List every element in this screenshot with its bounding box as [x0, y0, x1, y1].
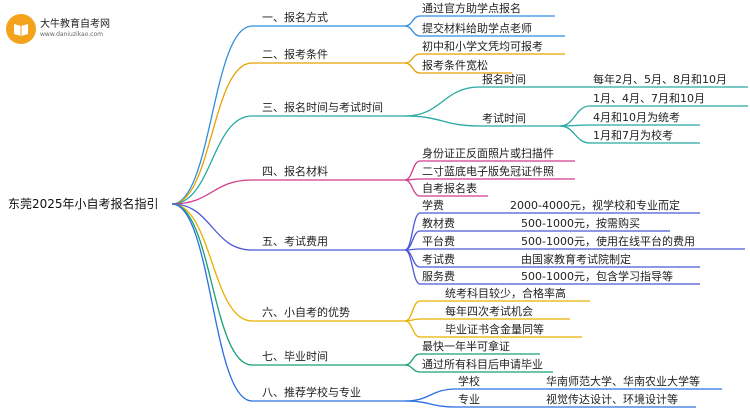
b3-sub-1: 报名时间 [482, 73, 526, 86]
connector-b5-sub-5 [404, 249, 421, 285]
b3-sub-2-item-1: 1月、4月、7月和10月 [593, 92, 705, 105]
b5-sub-3: 平台费 [422, 235, 455, 248]
connector-b3-sub-2-leaf-3 [559, 125, 591, 144]
b2-item-2: 报考条件宽松 [422, 59, 488, 72]
connector-b1-leaf-1 [404, 15, 421, 27]
b8-sub-2-item: 视觉传达设计、环境设计等 [546, 393, 678, 406]
b1-item-1: 通过官方助学点报名 [422, 2, 521, 15]
b6-item-1: 统考科目较少，合格率高 [445, 287, 566, 300]
root-topic: 东莞2025年小自考报名指引 [8, 197, 159, 211]
connector-root-branch-3 [171, 115, 253, 205]
connector-b3-sub-2 [404, 115, 481, 127]
connector-b3-sub-1 [404, 86, 481, 117]
b4-item-2: 二寸蓝底电子版免冠证件照 [422, 165, 554, 178]
b7-item-2: 通过所有科目后申请毕业 [422, 358, 543, 371]
b4-item-3: 自考报名表 [422, 182, 477, 195]
b6-item-2: 每年四次考试机会 [445, 305, 533, 318]
connector-b8-sub-2 [404, 400, 457, 408]
connector-b2-leaf-1 [404, 53, 421, 64]
connector-b7-leaf-1 [404, 353, 421, 366]
b5-sub-3-item: 500-1000元，使用在线平台的费用 [521, 235, 695, 248]
branch-2: 二、报考条件 [262, 48, 328, 61]
b5-sub-4: 考试费 [422, 253, 455, 266]
b3-sub-2-item-3: 1月和7月为校考 [593, 129, 673, 142]
book-icon [6, 14, 36, 44]
b2-item-1: 初中和小学文凭均可报考 [422, 40, 543, 53]
connector-b4-leaf-3 [404, 179, 421, 197]
b5-sub-1: 学费 [422, 199, 444, 212]
b7-item-1: 最快一年半可拿证 [422, 340, 510, 353]
connector-root-branch-7 [171, 203, 253, 366]
logo-name: 大牛教育自考网 [40, 19, 110, 30]
branch-7: 七、毕业时间 [262, 350, 328, 363]
b5-sub-5: 服务费 [422, 270, 455, 283]
branch-8: 八、推荐学校与专业 [262, 386, 361, 399]
site-logo: 大牛教育自考网 www.daniuzikao.com [6, 14, 110, 44]
connector-root-branch-2 [171, 62, 253, 205]
connector-root-branch-4 [171, 179, 253, 205]
b5-sub-2-item: 500-1000元，按需购买 [521, 217, 640, 230]
b5-sub-5-item: 500-1000元，包含学习指导等 [521, 270, 673, 283]
b5-sub-1-item: 2000-4000元，视学校和专业而定 [510, 199, 680, 212]
connector-root-branch-5 [171, 203, 253, 251]
b1-item-2: 提交材料给助学点老师 [422, 22, 532, 35]
branch-6: 六、小自考的优势 [262, 306, 350, 319]
connector-root-branch-8 [171, 203, 253, 402]
b8-sub-2: 专业 [458, 393, 480, 406]
b8-sub-1-item: 华南师范大学、华南农业大学等 [546, 375, 700, 388]
logo-url: www.daniuzikao.com [40, 31, 103, 38]
branch-3: 三、报名时间与考试时间 [262, 101, 383, 114]
connector-root-branch-1 [171, 25, 253, 205]
b4-item-1: 身份证正反面照片或扫描件 [422, 147, 554, 160]
connector-b3-sub-2-leaf-1 [559, 105, 591, 127]
b6-item-3: 毕业证书含金量同等 [445, 323, 544, 336]
connector-b6-leaf-3 [404, 320, 421, 338]
connector-root-branch-6 [171, 203, 253, 322]
b3-sub-2-item-2: 4月和10月为统考 [593, 111, 680, 124]
connector-b2-leaf-2 [404, 62, 421, 74]
b8-sub-1: 学校 [458, 375, 480, 388]
branch-1: 一、报名方式 [262, 11, 328, 24]
b3-sub-2: 考试时间 [482, 112, 526, 125]
branch-4: 四、报名材料 [262, 165, 328, 178]
b3-sub-1-item-1: 每年2月、5月、8月和10月 [593, 73, 727, 86]
connector-b1-leaf-2 [404, 25, 421, 37]
connector-b8-sub-1 [404, 388, 457, 402]
branch-5: 五、考试费用 [262, 235, 328, 248]
b5-sub-2: 教材费 [422, 217, 455, 230]
b5-sub-4-item: 由国家教育考试院制定 [521, 253, 631, 266]
connector-b7-leaf-2 [404, 364, 421, 373]
connector-b6-leaf-1 [404, 300, 421, 322]
connector-b4-leaf-1 [404, 160, 421, 181]
